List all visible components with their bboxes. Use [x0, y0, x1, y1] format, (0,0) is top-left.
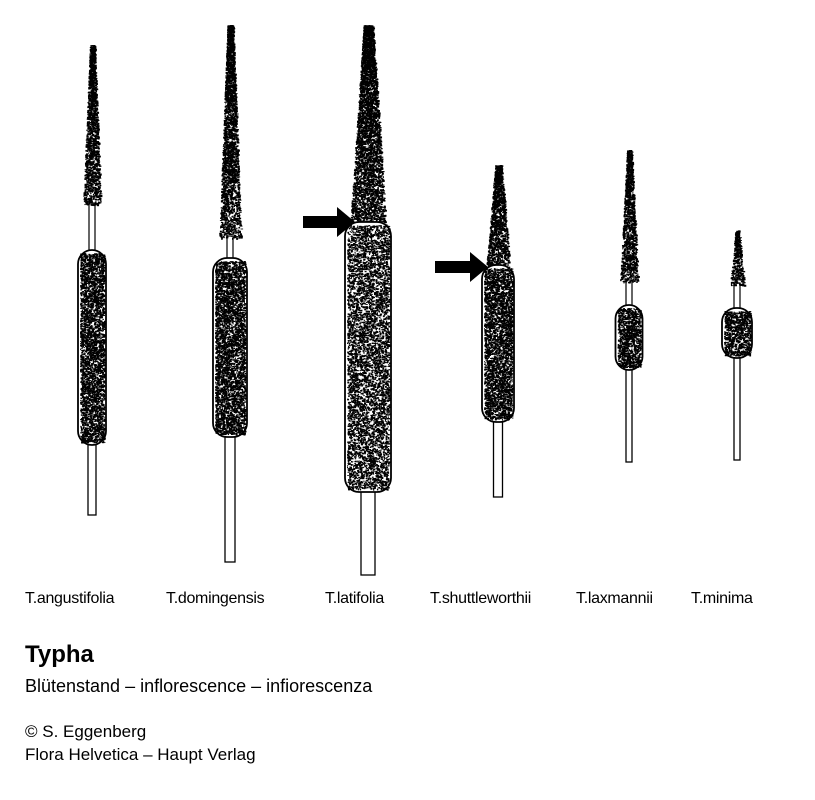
species-5-male-spike: [731, 230, 747, 286]
label-t-domingensis: T.domingensis: [166, 590, 264, 608]
typha-illustration: [0, 0, 815, 580]
label-t-laxmannii: T.laxmannii: [576, 590, 653, 608]
subtitle: Blütenstand – inflorescence – infioresce…: [25, 676, 372, 697]
species-4-male-spike: [620, 150, 640, 283]
species-4-stem: [626, 365, 632, 462]
species-4-stalk: [626, 280, 632, 307]
species-0-stalk: [89, 203, 95, 252]
species-1-stem: [225, 432, 235, 562]
publisher: Flora Helvetica – Haupt Verlag: [25, 745, 256, 765]
species-5-stem: [734, 353, 740, 460]
arrow-icon-shuttleworthii: [435, 252, 488, 282]
label-t-shuttleworthii: T.shuttleworthii: [430, 590, 531, 608]
species-3-male-spike: [486, 165, 510, 270]
copyright: © S. Eggenberg: [25, 722, 146, 742]
label-t-latifolia: T.latifolia: [325, 590, 384, 608]
species-5-stalk: [734, 283, 740, 310]
species-2-male-spike: [350, 25, 387, 227]
label-t-angustifolia: T.angustifolia: [25, 590, 114, 608]
page-title: Typha: [25, 641, 94, 669]
label-t-minima: T.minima: [691, 590, 753, 608]
species-2-stem: [361, 487, 375, 575]
species-0-stem: [88, 440, 96, 515]
species-1-male-spike: [219, 25, 243, 240]
species-0-male-spike: [83, 45, 102, 206]
species-3-stem: [494, 417, 503, 497]
